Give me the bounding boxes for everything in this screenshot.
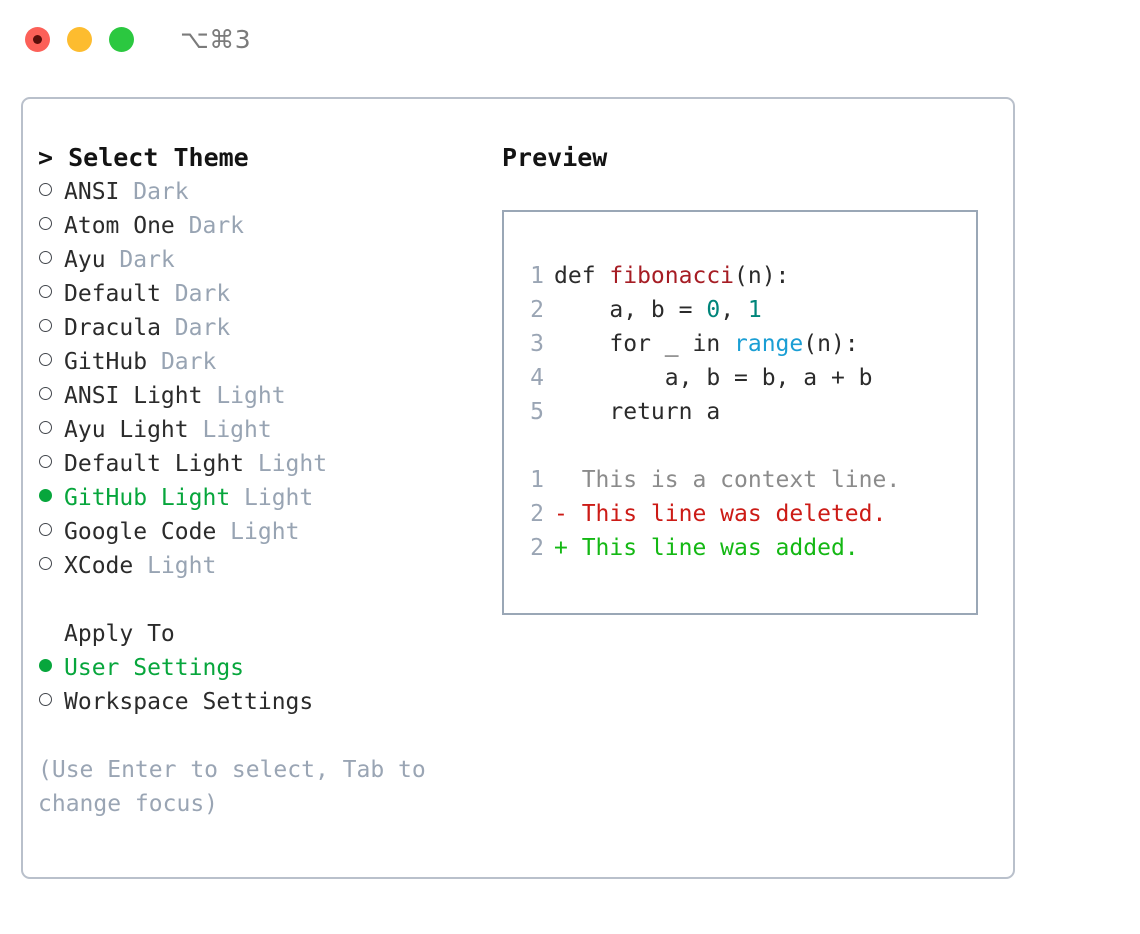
shortcut-label: ⌥⌘3 [180, 24, 252, 54]
zoom-button-icon[interactable] [109, 26, 134, 52]
theme-option-0[interactable]: ANSI Dark [38, 175, 478, 209]
theme-option-label: ANSI Light [64, 383, 203, 409]
theme-variant-badge: Light [202, 383, 286, 409]
diff-line: 2 + This line was added. [522, 531, 976, 565]
diff-line: 1 This is a context line. [522, 463, 976, 497]
theme-option-11[interactable]: XCode Light [38, 549, 478, 583]
theme-option-2[interactable]: Ayu Dark [38, 243, 478, 277]
theme-option-8[interactable]: Default Light Light [38, 447, 478, 481]
theme-option-4[interactable]: Dracula Dark [38, 311, 478, 345]
close-button-icon[interactable] [25, 26, 50, 52]
theme-option-5[interactable]: GitHub Dark [38, 345, 478, 379]
theme-variant-badge: Dark [174, 213, 245, 239]
code-token-num: 0 [706, 297, 721, 323]
theme-option-label: Default Light [64, 451, 245, 477]
code-token-plain: for _ in [554, 331, 735, 357]
title-bar: ⌥⌘3 [0, 0, 1140, 78]
theme-option-label: GitHub [64, 349, 148, 375]
theme-option-label: Ayu Light [64, 417, 189, 443]
diff-line-text-ctx: This is a context line. [554, 467, 901, 493]
theme-variant-badge: Light [188, 417, 272, 443]
apply-to-option-label: User Settings [64, 655, 245, 681]
code-token-plain: (n): [734, 263, 790, 289]
code-token-plain: , [720, 297, 748, 323]
code-token-plain: return a [554, 399, 721, 425]
theme-variant-badge: Dark [160, 315, 231, 341]
diff-line-number: 2 [530, 501, 544, 527]
theme-option-6[interactable]: ANSI Light Light [38, 379, 478, 413]
code-line: 1 def fibonacci(n): [522, 259, 976, 293]
diff-line-text-del: - This line was deleted. [554, 501, 887, 527]
code-token-plain: (n): [803, 331, 859, 357]
code-line-number: 3 [530, 331, 544, 357]
apply-to-header: Apply To [64, 621, 175, 647]
preview-spacer [522, 429, 976, 463]
theme-picker-header: > Select Theme [38, 143, 249, 172]
code-token-plain: a, b = b, a + b [554, 365, 873, 391]
code-line: 4 a, b = b, a + b [522, 361, 976, 395]
code-line: 3 for _ in range(n): [522, 327, 976, 361]
code-token-call: range [734, 331, 804, 357]
theme-variant-badge: Light [244, 451, 328, 477]
code-line-text: a, b = b, a + b [554, 361, 873, 395]
code-line: 2 a, b = 0, 1 [522, 293, 976, 327]
theme-variant-badge: Light [216, 519, 300, 545]
code-line-number: 1 [530, 263, 544, 289]
diff-line-number: 2 [530, 535, 544, 561]
theme-variant-badge: Light [133, 553, 217, 579]
apply-to-option-1[interactable]: Workspace Settings [38, 685, 478, 719]
apply-to-option-label: Workspace Settings [64, 689, 314, 715]
diff-sample: 1 This is a context line. 2 - This line wa… [522, 463, 976, 565]
minimize-button-icon[interactable] [67, 26, 92, 52]
diff-line-text-add: + This line was added. [554, 535, 859, 561]
theme-variant-badge: Dark [160, 281, 231, 307]
theme-option-label: Dracula [64, 315, 161, 341]
theme-variant-badge: Dark [105, 247, 175, 273]
code-line: 5 return a [522, 395, 976, 429]
code-line-text: return a [554, 395, 720, 429]
theme-option-label: Default [64, 281, 161, 307]
code-token-num: 1 [747, 297, 762, 323]
theme-option-label: Ayu [64, 247, 106, 273]
code-line-number: 5 [530, 399, 544, 425]
theme-variant-badge: Dark [119, 179, 189, 205]
theme-option-label: Google Code [64, 519, 217, 545]
theme-variant-badge: Dark [147, 349, 217, 375]
code-line-text: for _ in range(n): [554, 327, 859, 361]
code-line-number: 2 [530, 297, 544, 323]
theme-option-3[interactable]: Default Dark [38, 277, 478, 311]
theme-option-7[interactable]: Ayu Light Light [38, 413, 478, 447]
theme-option-label: GitHub Light [64, 485, 231, 511]
code-token-plain: def [554, 263, 610, 289]
keyboard-hint: (Use Enter to select, Tab to change focu… [38, 757, 426, 817]
theme-option-9[interactable]: GitHub Light Light [38, 481, 478, 515]
theme-option-1[interactable]: Atom One Dark [38, 209, 478, 243]
code-line-text: def fibonacci(n): [554, 259, 789, 293]
theme-option-label: XCode [64, 553, 134, 579]
code-token-fn: fibonacci [609, 263, 735, 289]
theme-option-10[interactable]: Google Code Light [38, 515, 478, 549]
code-token-plain: a, b = [554, 297, 707, 323]
window-controls [25, 26, 134, 52]
diff-line: 2 - This line was deleted. [522, 497, 976, 531]
code-line-number: 4 [530, 365, 544, 391]
theme-option-label: ANSI [64, 179, 120, 205]
code-line-text: a, b = 0, 1 [554, 293, 762, 327]
theme-variant-badge: Light [230, 485, 314, 511]
theme-option-label: Atom One [64, 213, 175, 239]
preview-title: Preview [502, 143, 608, 172]
apply-to-option-0[interactable]: User Settings [38, 651, 478, 685]
diff-line-number: 1 [530, 467, 544, 493]
